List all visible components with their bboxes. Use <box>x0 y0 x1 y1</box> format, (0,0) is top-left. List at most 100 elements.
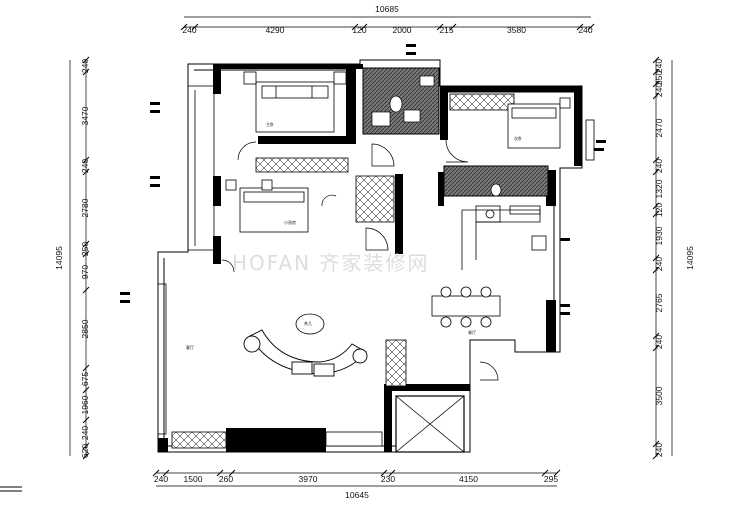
dim-tick <box>652 440 660 448</box>
dim-tick <box>82 56 90 64</box>
dim-segment-label: 240 <box>654 83 664 97</box>
dim-segment-label: 4290 <box>266 25 285 35</box>
dim-segment-label: 2470 <box>654 118 664 137</box>
dim-segment-label: 1500 <box>184 474 203 484</box>
dim-tick <box>180 23 188 31</box>
dim-tick <box>360 23 368 31</box>
wall-fills <box>158 64 582 452</box>
dim-segment-label: 240 <box>182 25 196 35</box>
dim-segment-label: 675 <box>80 372 90 386</box>
label-kids-room: 小孩房 <box>284 219 296 225</box>
wardrobe-second <box>449 93 515 111</box>
balcony <box>157 85 595 435</box>
dim-segment-label: 2765 <box>654 293 664 312</box>
wardrobe-kids <box>355 175 395 223</box>
dim-segment-label: 240 <box>80 426 90 440</box>
dim-segment-label: 240 <box>578 25 592 35</box>
dining-table <box>431 286 501 328</box>
tea-table <box>295 313 325 335</box>
dim-segment-label: 240 <box>654 443 664 457</box>
label-tea-table: 茶几 <box>304 320 312 326</box>
cabinet-entry <box>385 339 407 387</box>
dim-tick <box>82 168 90 176</box>
dim-tick <box>652 92 660 100</box>
bottom-left-lines <box>0 486 22 492</box>
dim-tick <box>351 23 359 31</box>
dim-tick <box>152 469 160 477</box>
dim-tick <box>652 344 660 352</box>
dim-segment-label: 295 <box>544 474 558 484</box>
dimension-right: 14095 2403502402470240132012019302402765… <box>652 56 695 460</box>
dimension-left: 14095 2403470240278025097028506751960240… <box>54 56 90 460</box>
dim-left-total: 14095 <box>54 246 64 270</box>
dim-tick <box>82 416 90 424</box>
dim-tick <box>652 68 660 76</box>
dim-tick <box>228 469 236 477</box>
dim-segment-label: 350 <box>654 71 664 85</box>
bathroom-fixtures <box>371 75 502 197</box>
dim-segment-label: 120 <box>654 203 664 217</box>
bathroom-2 <box>443 165 549 197</box>
dim-tick <box>652 452 660 460</box>
dim-segment-label: 240 <box>80 159 90 173</box>
dim-tick <box>82 386 90 394</box>
dim-tick <box>82 452 90 460</box>
dim-right-total: 14095 <box>685 246 695 270</box>
dim-tick <box>216 469 224 477</box>
dim-segment-label: 240 <box>654 257 664 271</box>
dim-tick <box>652 266 660 274</box>
dim-segment-label: 1320 <box>654 179 664 198</box>
dim-tick <box>82 156 90 164</box>
dim-tick <box>652 202 660 210</box>
dim-segment-label: 620 <box>80 444 90 458</box>
dim-segment-label: 970 <box>80 265 90 279</box>
label-master-bedroom: 主卧 <box>266 121 274 127</box>
watermark-logo: HOFAN 齐家装修网 <box>232 251 429 275</box>
doors <box>221 139 499 381</box>
dim-segment-label: 240 <box>654 335 664 349</box>
dim-segment-label: 2000 <box>393 25 412 35</box>
dim-tick <box>652 56 660 64</box>
kitchen-counter <box>461 205 547 270</box>
lift-shaft <box>395 395 465 453</box>
label-second-bedroom: 次卧 <box>514 135 522 141</box>
dim-tick <box>652 80 660 88</box>
dim-segment-label: 1960 <box>80 395 90 414</box>
dim-segment-label: 240 <box>654 159 664 173</box>
dim-tick <box>449 23 457 31</box>
bed-kids <box>225 179 309 233</box>
dim-tick <box>82 240 90 248</box>
dim-segment-label: 3470 <box>80 106 90 125</box>
dim-tick <box>652 254 660 262</box>
dim-segment-label: 4150 <box>459 474 478 484</box>
dim-tick <box>82 364 90 372</box>
dim-tick <box>191 23 199 31</box>
dim-segment-label: 120 <box>352 25 366 35</box>
annotation-marks <box>120 44 606 315</box>
dim-bottom-total: 10645 <box>345 490 369 500</box>
dim-segment-label: 215 <box>439 25 453 35</box>
dim-segment-label: 240 <box>654 59 664 73</box>
label-living-room: 客厅 <box>186 344 194 350</box>
dim-segment-label: 2850 <box>80 319 90 338</box>
dim-segment-label: 230 <box>381 474 395 484</box>
dim-segment-label: 3500 <box>654 386 664 405</box>
dim-tick <box>388 469 396 477</box>
dim-tick <box>82 250 90 258</box>
dim-tick <box>587 23 595 31</box>
dim-tick <box>82 442 90 450</box>
dim-segment-label: 250 <box>80 242 90 256</box>
dim-tick <box>82 68 90 76</box>
tv-cabinet <box>171 431 383 449</box>
dim-segment-label: 260 <box>219 474 233 484</box>
dim-segment-label: 2780 <box>80 198 90 217</box>
bed-second <box>507 97 571 149</box>
dim-tick <box>652 168 660 176</box>
dim-tick <box>652 332 660 340</box>
dim-tick <box>162 469 170 477</box>
dim-tick <box>82 286 90 294</box>
label-dining-room: 餐厅 <box>468 329 476 335</box>
dim-top-total: 10685 <box>375 4 399 14</box>
